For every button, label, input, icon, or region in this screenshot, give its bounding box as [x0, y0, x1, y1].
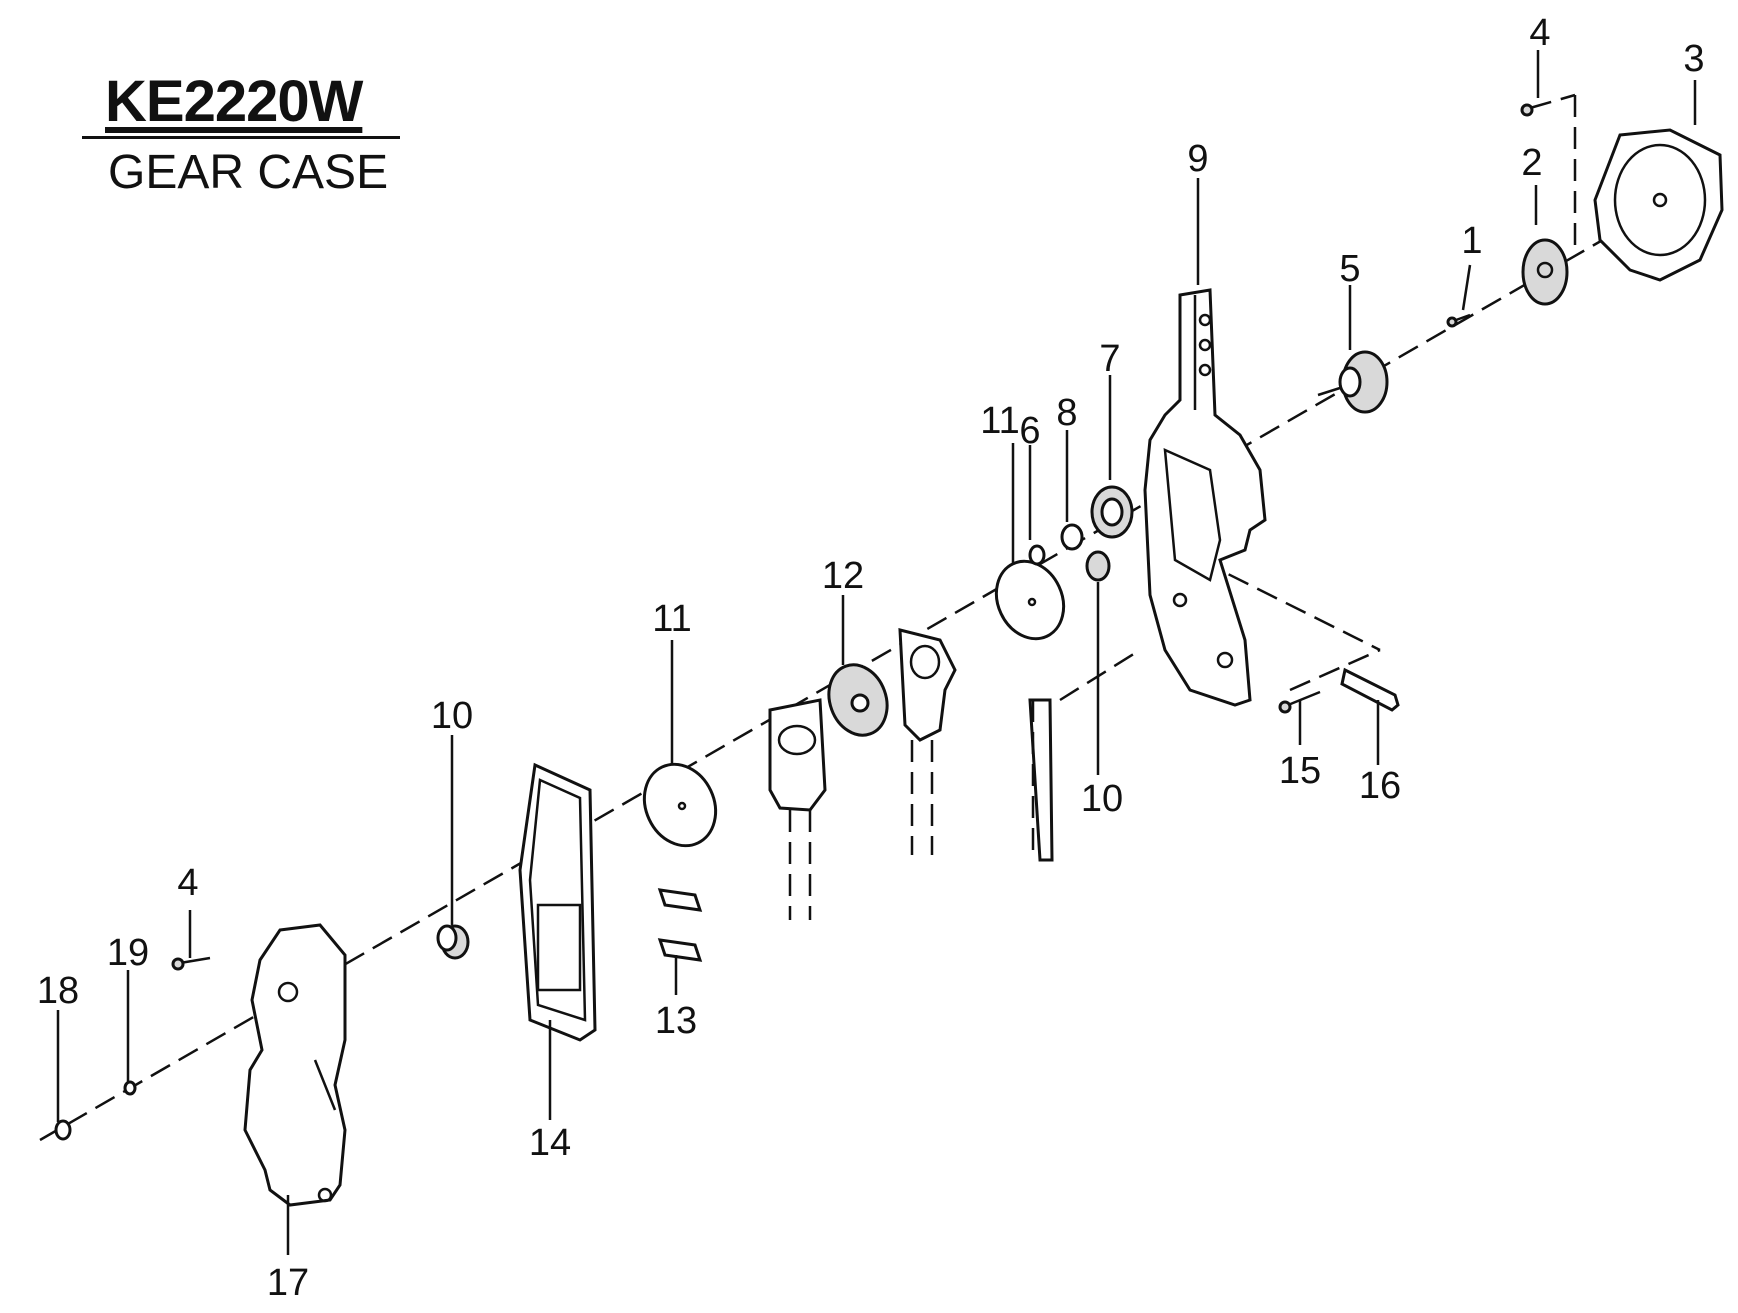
- shaft-bearing-part: [1317, 350, 1389, 414]
- callout-2: 2: [1521, 142, 1543, 184]
- leader-1: [1461, 264, 1472, 311]
- disk-upper-part: [994, 559, 1066, 641]
- callout-9: 9: [1187, 138, 1209, 180]
- rear-cover-part: [243, 923, 347, 1207]
- axis-branch-bolt: [1289, 648, 1381, 692]
- housing-cover-part: [1593, 128, 1724, 282]
- cap-screw-part: [54, 1119, 72, 1141]
- gear-case-housing-part: [1143, 288, 1267, 707]
- callout-10-upper: 10: [1080, 778, 1124, 820]
- pin-part: [1340, 667, 1400, 712]
- bolt-part: [1278, 690, 1321, 714]
- callout-11-lower: 11: [652, 598, 692, 640]
- screw-small-part: [1446, 313, 1471, 328]
- title-divider: [82, 136, 400, 139]
- callout-18: 18: [36, 970, 80, 1012]
- callout-17: 17: [266, 1262, 310, 1304]
- axis-branch-bracket: [1059, 648, 1141, 702]
- top-bolt-part: [1520, 103, 1534, 117]
- callout-13: 13: [654, 1000, 698, 1042]
- callout-15: 15: [1278, 750, 1322, 792]
- washer-part: [1060, 523, 1084, 551]
- callout-19: 19: [106, 932, 150, 974]
- callout-16: 16: [1358, 765, 1402, 807]
- callout-10-lower: 10: [430, 695, 474, 737]
- clutch-drum-part: [1521, 238, 1569, 306]
- bushing-lower-part: [436, 924, 470, 960]
- washer-lower-part: [123, 1080, 137, 1096]
- callout-4-lower: 4: [177, 862, 199, 904]
- clips-part: [657, 888, 703, 962]
- gasket-part: [518, 762, 597, 1042]
- axis-branch-top-bolt: [1529, 93, 1576, 110]
- lower-bolt-part: [171, 956, 211, 971]
- callout-6: 6: [1019, 410, 1041, 452]
- model-title: KE2220W: [105, 69, 363, 134]
- gear-plate-upper-part: [898, 628, 957, 855]
- section-title: GEAR CASE: [108, 146, 389, 199]
- callout-8: 8: [1056, 392, 1078, 434]
- callout-11-upper: 11: [980, 400, 1020, 442]
- gear-plate-lower-part: [768, 698, 827, 920]
- callout-3: 3: [1683, 38, 1705, 80]
- washer-small-part: [1028, 544, 1046, 566]
- bushing-upper-part: [1085, 550, 1111, 582]
- callout-14: 14: [528, 1122, 572, 1164]
- callout-1: 1: [1461, 220, 1483, 262]
- bracket-part: [1028, 698, 1054, 862]
- callout-12: 12: [821, 555, 865, 597]
- callout-5: 5: [1339, 248, 1361, 290]
- disk-lower-part: [642, 762, 718, 848]
- axis-branch-pin: [1199, 558, 1381, 652]
- callout-4-top: 4: [1529, 12, 1551, 54]
- callout-7: 7: [1099, 338, 1121, 380]
- bearing-part: [1090, 485, 1134, 539]
- gear-part: [827, 663, 889, 737]
